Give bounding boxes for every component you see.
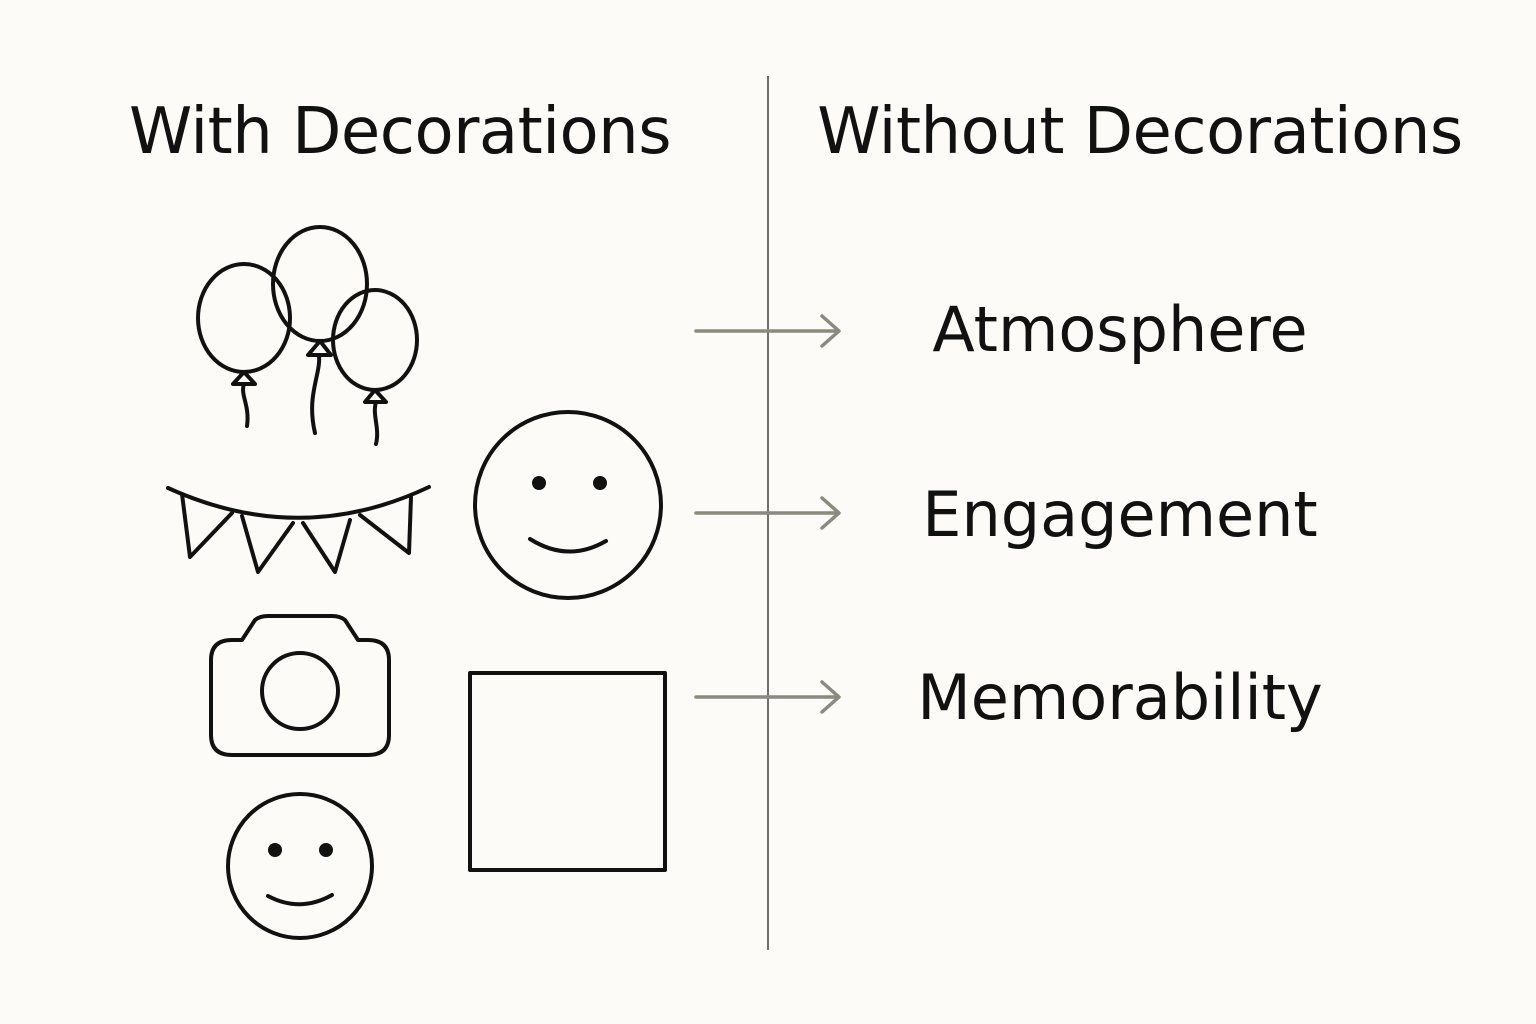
arrow-right-icon: [694, 314, 841, 348]
small-smiley-icon: [226, 792, 374, 940]
with-decorations-heading: With Decorations: [128, 95, 672, 169]
frame-icon: [468, 671, 667, 872]
camera-icon: [209, 614, 391, 757]
outcome-atmosphere: Atmosphere: [932, 293, 1308, 366]
outcome-engagement: Engagement: [922, 478, 1318, 551]
balloons-icon: [196, 225, 419, 446]
bunting-icon: [166, 485, 431, 574]
arrow-right-icon: [694, 680, 841, 714]
outcome-memorability: Memorability: [917, 661, 1323, 734]
without-decorations-heading: Without Decorations: [817, 95, 1463, 169]
arrow-right-icon: [694, 496, 841, 530]
smiley-face-icon: [473, 410, 663, 600]
